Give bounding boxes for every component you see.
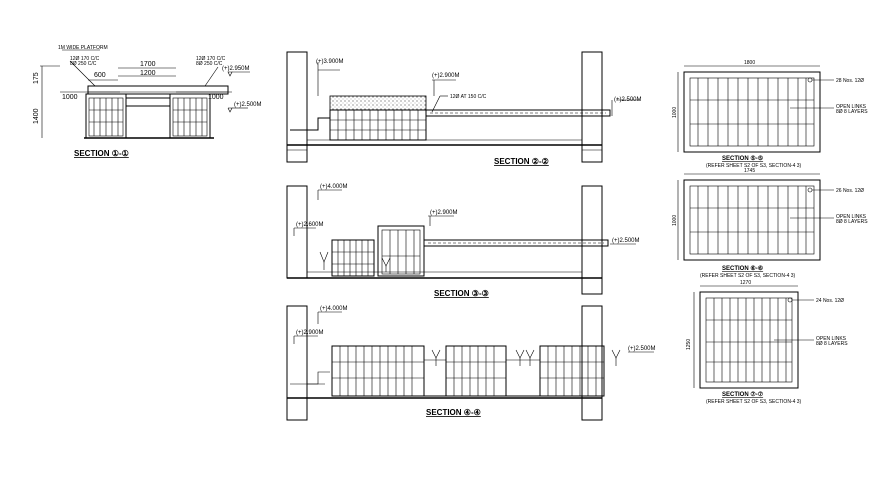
section-4-title: SECTION ④-④ — [426, 408, 481, 417]
bar-label: 24 Nos. 12Ø — [816, 298, 844, 304]
ties-label-1: OPEN LINKS — [816, 336, 847, 342]
section-5-note: (REFER SHEET S2 OF S3, SECTION-4 3) — [706, 163, 802, 169]
rebar-left-1: 12Ø 170 C/C — [70, 56, 100, 62]
ties-label-2: 8Ø 8 LAYERS — [836, 109, 868, 115]
level-right: (+)2.500M — [614, 97, 642, 103]
dim-height: 1000 — [672, 107, 678, 118]
section-7-note: (REFER SHEET S2 OF S3, SECTION-4 3) — [706, 399, 802, 405]
section-3-drawing: (+)4.000M (+)2.600M (+)2.900M (+)2.500M … — [286, 184, 640, 298]
rebar-right-2: 8Ø 250 C/C — [196, 61, 223, 67]
section-6-note: (REFER SHEET S2 OF S3, SECTION-4 3) — [700, 273, 796, 279]
dim-1400: 1400 — [33, 108, 40, 124]
level-top: (+)4.000M — [320, 306, 348, 312]
section-5-drawing: 1800 1000 28 Nos. 12Ø OPEN LINKS 8Ø 8 LA… — [672, 60, 868, 169]
section-6-drawing: 1745 1000 26 Nos. 12Ø OPEN LINKS 8Ø 8 LA… — [672, 168, 868, 279]
section-7-drawing: 1270 1250 24 Nos. 12Ø OPEN LINKS 8Ø 8 LA… — [686, 280, 848, 405]
level-top: (+)4.000M — [320, 184, 348, 190]
ties-label-1: OPEN LINKS — [836, 214, 867, 220]
bar-label: 26 Nos. 12Ø — [836, 188, 864, 194]
section-1-drawing: 1M WIDE PLATFORM 12Ø 170 C/C 8Ø 250 C/C … — [33, 45, 262, 158]
rebar-right-1: 12Ø 170 C/C — [196, 56, 226, 62]
level-right: (+)2.500M — [612, 238, 640, 244]
level-mid: (+)2.900M — [432, 73, 460, 79]
dim-1000-left: 1000 — [62, 94, 78, 101]
ties-label-2: 8Ø 8 LAYERS — [816, 341, 848, 347]
dim-height: 1000 — [672, 215, 678, 226]
section-3-title: SECTION ③-③ — [434, 289, 489, 298]
level-mid: (+)2.900M — [430, 210, 458, 216]
level-right: (+)2.500M — [628, 346, 656, 352]
level-top: (+)2.950M — [222, 66, 250, 72]
bar-label: 28 Nos. 12Ø — [836, 78, 864, 84]
section-2-drawing: (+)3.900M (+)2.900M (+)2.500M 12Ø AT 150… — [286, 51, 642, 166]
dim-1200: 1200 — [140, 70, 156, 77]
dim-width: 1745 — [744, 168, 755, 174]
dim-width: 1270 — [740, 280, 751, 286]
dim-600: 600 — [94, 72, 106, 79]
dim-175: 175 — [33, 72, 40, 84]
dim-width: 1800 — [744, 60, 755, 66]
section-1-title: SECTION ①-① — [74, 149, 129, 158]
platform-label: 1M WIDE PLATFORM — [58, 45, 108, 51]
section-2-title: SECTION ②-② — [494, 157, 549, 166]
ties-label-2: 8Ø 8 LAYERS — [836, 219, 868, 225]
level-top: (+)3.900M — [316, 59, 344, 65]
level-left: (+)2.600M — [296, 222, 324, 228]
section-4-drawing: (+)4.000M (+)2.900M (+)2.500M SECTION ④-… — [286, 305, 656, 421]
section-7-title: SECTION ⑦-⑦ — [722, 391, 764, 398]
rebar-left-2: 8Ø 250 C/C — [70, 61, 97, 67]
ties-label-1: OPEN LINKS — [836, 104, 867, 110]
level-left: (+)2.900M — [296, 330, 324, 336]
rebar-note: 12Ø AT 150 C/C — [450, 94, 487, 100]
dim-1000-right: 1000 — [208, 94, 224, 101]
section-6-title: SECTION ⑥-⑥ — [722, 265, 764, 272]
dim-1700: 1700 — [140, 61, 156, 68]
section-5-title: SECTION ⑤-⑤ — [722, 155, 764, 162]
level-bottom: (+)2.500M — [234, 102, 262, 108]
dim-height: 1250 — [686, 339, 692, 350]
